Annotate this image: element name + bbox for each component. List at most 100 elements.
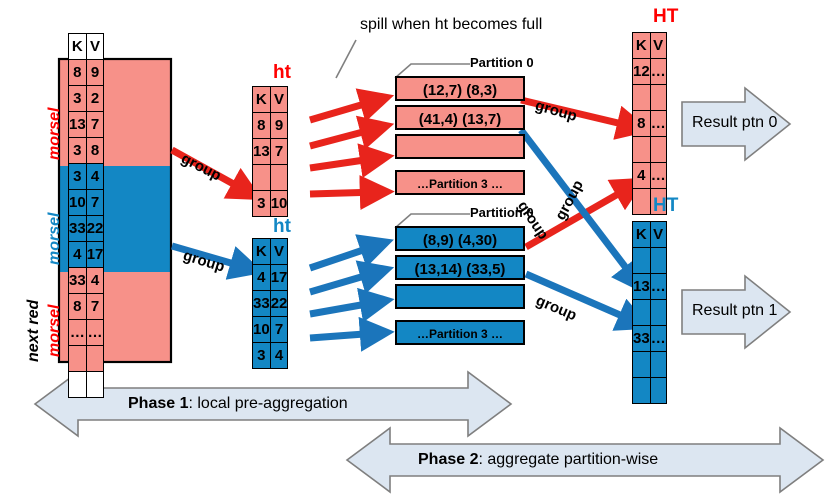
ht-blue-col-k: K — [252, 238, 271, 265]
cell-v: 10 — [269, 190, 289, 217]
cell-v: 7 — [85, 189, 105, 216]
ht-red-col-k: K — [252, 86, 271, 113]
phase-1-name: Phase 1 — [128, 395, 189, 412]
cell-v: 4 — [269, 342, 289, 369]
cell-k: 12 — [632, 58, 651, 85]
cell-v — [85, 371, 105, 398]
phase-2-name: Phase 2 — [418, 451, 479, 468]
table-row — [632, 247, 667, 274]
HT-blue-table: K V 13… 33… — [632, 221, 667, 404]
group-label-redp0: group — [533, 97, 579, 126]
table-header-row: K V — [632, 32, 667, 59]
table-header-row: K V — [68, 33, 105, 60]
cell-v: 9 — [85, 59, 105, 86]
partition-bar-red-0: (12,7) (8,3) — [395, 76, 525, 101]
HT-red-col-k: K — [632, 32, 651, 59]
table-row: 13… — [632, 273, 667, 300]
cell-v: 4 — [85, 163, 105, 190]
table-row — [632, 84, 667, 111]
cell-v: 17 — [85, 241, 105, 268]
partition0-red-label: Partition 0 — [470, 55, 534, 70]
cell-v: … — [85, 319, 105, 346]
cell-k — [632, 299, 651, 326]
arrow-redp1-to-HTblue — [518, 127, 647, 295]
partition-bar-blue-3: …Partition 3 … — [395, 320, 525, 345]
spill-leader-line — [335, 39, 357, 79]
HT-blue-col-v: V — [649, 221, 667, 248]
cell-k: 8 — [252, 112, 271, 139]
HT-blue-col-k: K — [632, 221, 651, 248]
morsel-label-blue: morsel — [46, 212, 63, 265]
cell-k: 10 — [68, 189, 87, 216]
table-row: 4… — [632, 162, 667, 189]
partition-bar-red-2 — [395, 134, 525, 159]
cell-k: 3 — [68, 85, 87, 112]
group-label-bluep0-up: group — [552, 177, 587, 223]
arrow-ht-blue-p0 — [308, 234, 394, 272]
cell-k: 13 — [68, 111, 87, 138]
table-row — [632, 136, 667, 163]
table-row: …… — [68, 319, 105, 346]
group-label-bluep1: group — [533, 292, 580, 325]
partition-bar-text: (8,9) (4,30) — [422, 232, 498, 249]
HT-red-col-v: V — [649, 32, 667, 59]
input-col-v: V — [85, 33, 105, 60]
arrow-ht-red-p1 — [309, 115, 395, 150]
phase-1-desc: local pre-aggregation — [197, 395, 348, 412]
cell-k: 4 — [252, 264, 271, 291]
arrow-ht-red-p2 — [309, 143, 395, 178]
result-ptn-1-label: Result ptn 1 — [692, 302, 778, 319]
phase-2-desc: aggregate partition-wise — [487, 451, 659, 468]
table-header-row: K V — [252, 86, 289, 113]
arrow-ht-red-p3 — [309, 175, 395, 211]
cell-v: 2 — [85, 85, 105, 112]
cell-k: 33 — [632, 325, 651, 352]
cell-k: 4 — [68, 241, 87, 268]
phase-1-text: Phase 1: local pre-aggregation — [128, 395, 348, 413]
morsel-label-red-1: morsel — [46, 107, 63, 160]
cell-v: … — [649, 162, 667, 189]
table-row: 33… — [632, 325, 667, 352]
cell-v — [649, 377, 667, 404]
arrow-ht-blue-p1 — [309, 260, 395, 296]
arrow-ht-blue-p3 — [309, 316, 395, 352]
group-label-blue-morsel: group — [181, 247, 227, 276]
cell-k: 8 — [68, 293, 87, 320]
cell-k — [632, 136, 651, 163]
cell-v — [85, 345, 105, 372]
group-label-red-morsel: group — [178, 150, 224, 185]
cell-v — [649, 299, 667, 326]
cell-k — [252, 164, 271, 191]
cell-v — [649, 136, 667, 163]
cell-v: 7 — [269, 138, 289, 165]
table-row — [252, 164, 289, 191]
cell-k — [68, 345, 87, 372]
table-row — [68, 371, 105, 398]
cell-k — [632, 377, 651, 404]
cell-k: 3 — [252, 190, 271, 217]
cell-v — [649, 188, 667, 215]
ht-red-col-v: V — [269, 86, 289, 113]
cell-v — [649, 351, 667, 378]
cell-v — [649, 84, 667, 111]
ht-red-caption: ht — [273, 62, 291, 83]
table-header-row: K V — [252, 238, 289, 265]
arrow-ht-blue-p2 — [309, 287, 395, 323]
cell-k: 3 — [68, 163, 87, 190]
cell-v: … — [649, 273, 667, 300]
cell-k: 3 — [252, 342, 271, 369]
cell-v: 8 — [85, 137, 105, 164]
